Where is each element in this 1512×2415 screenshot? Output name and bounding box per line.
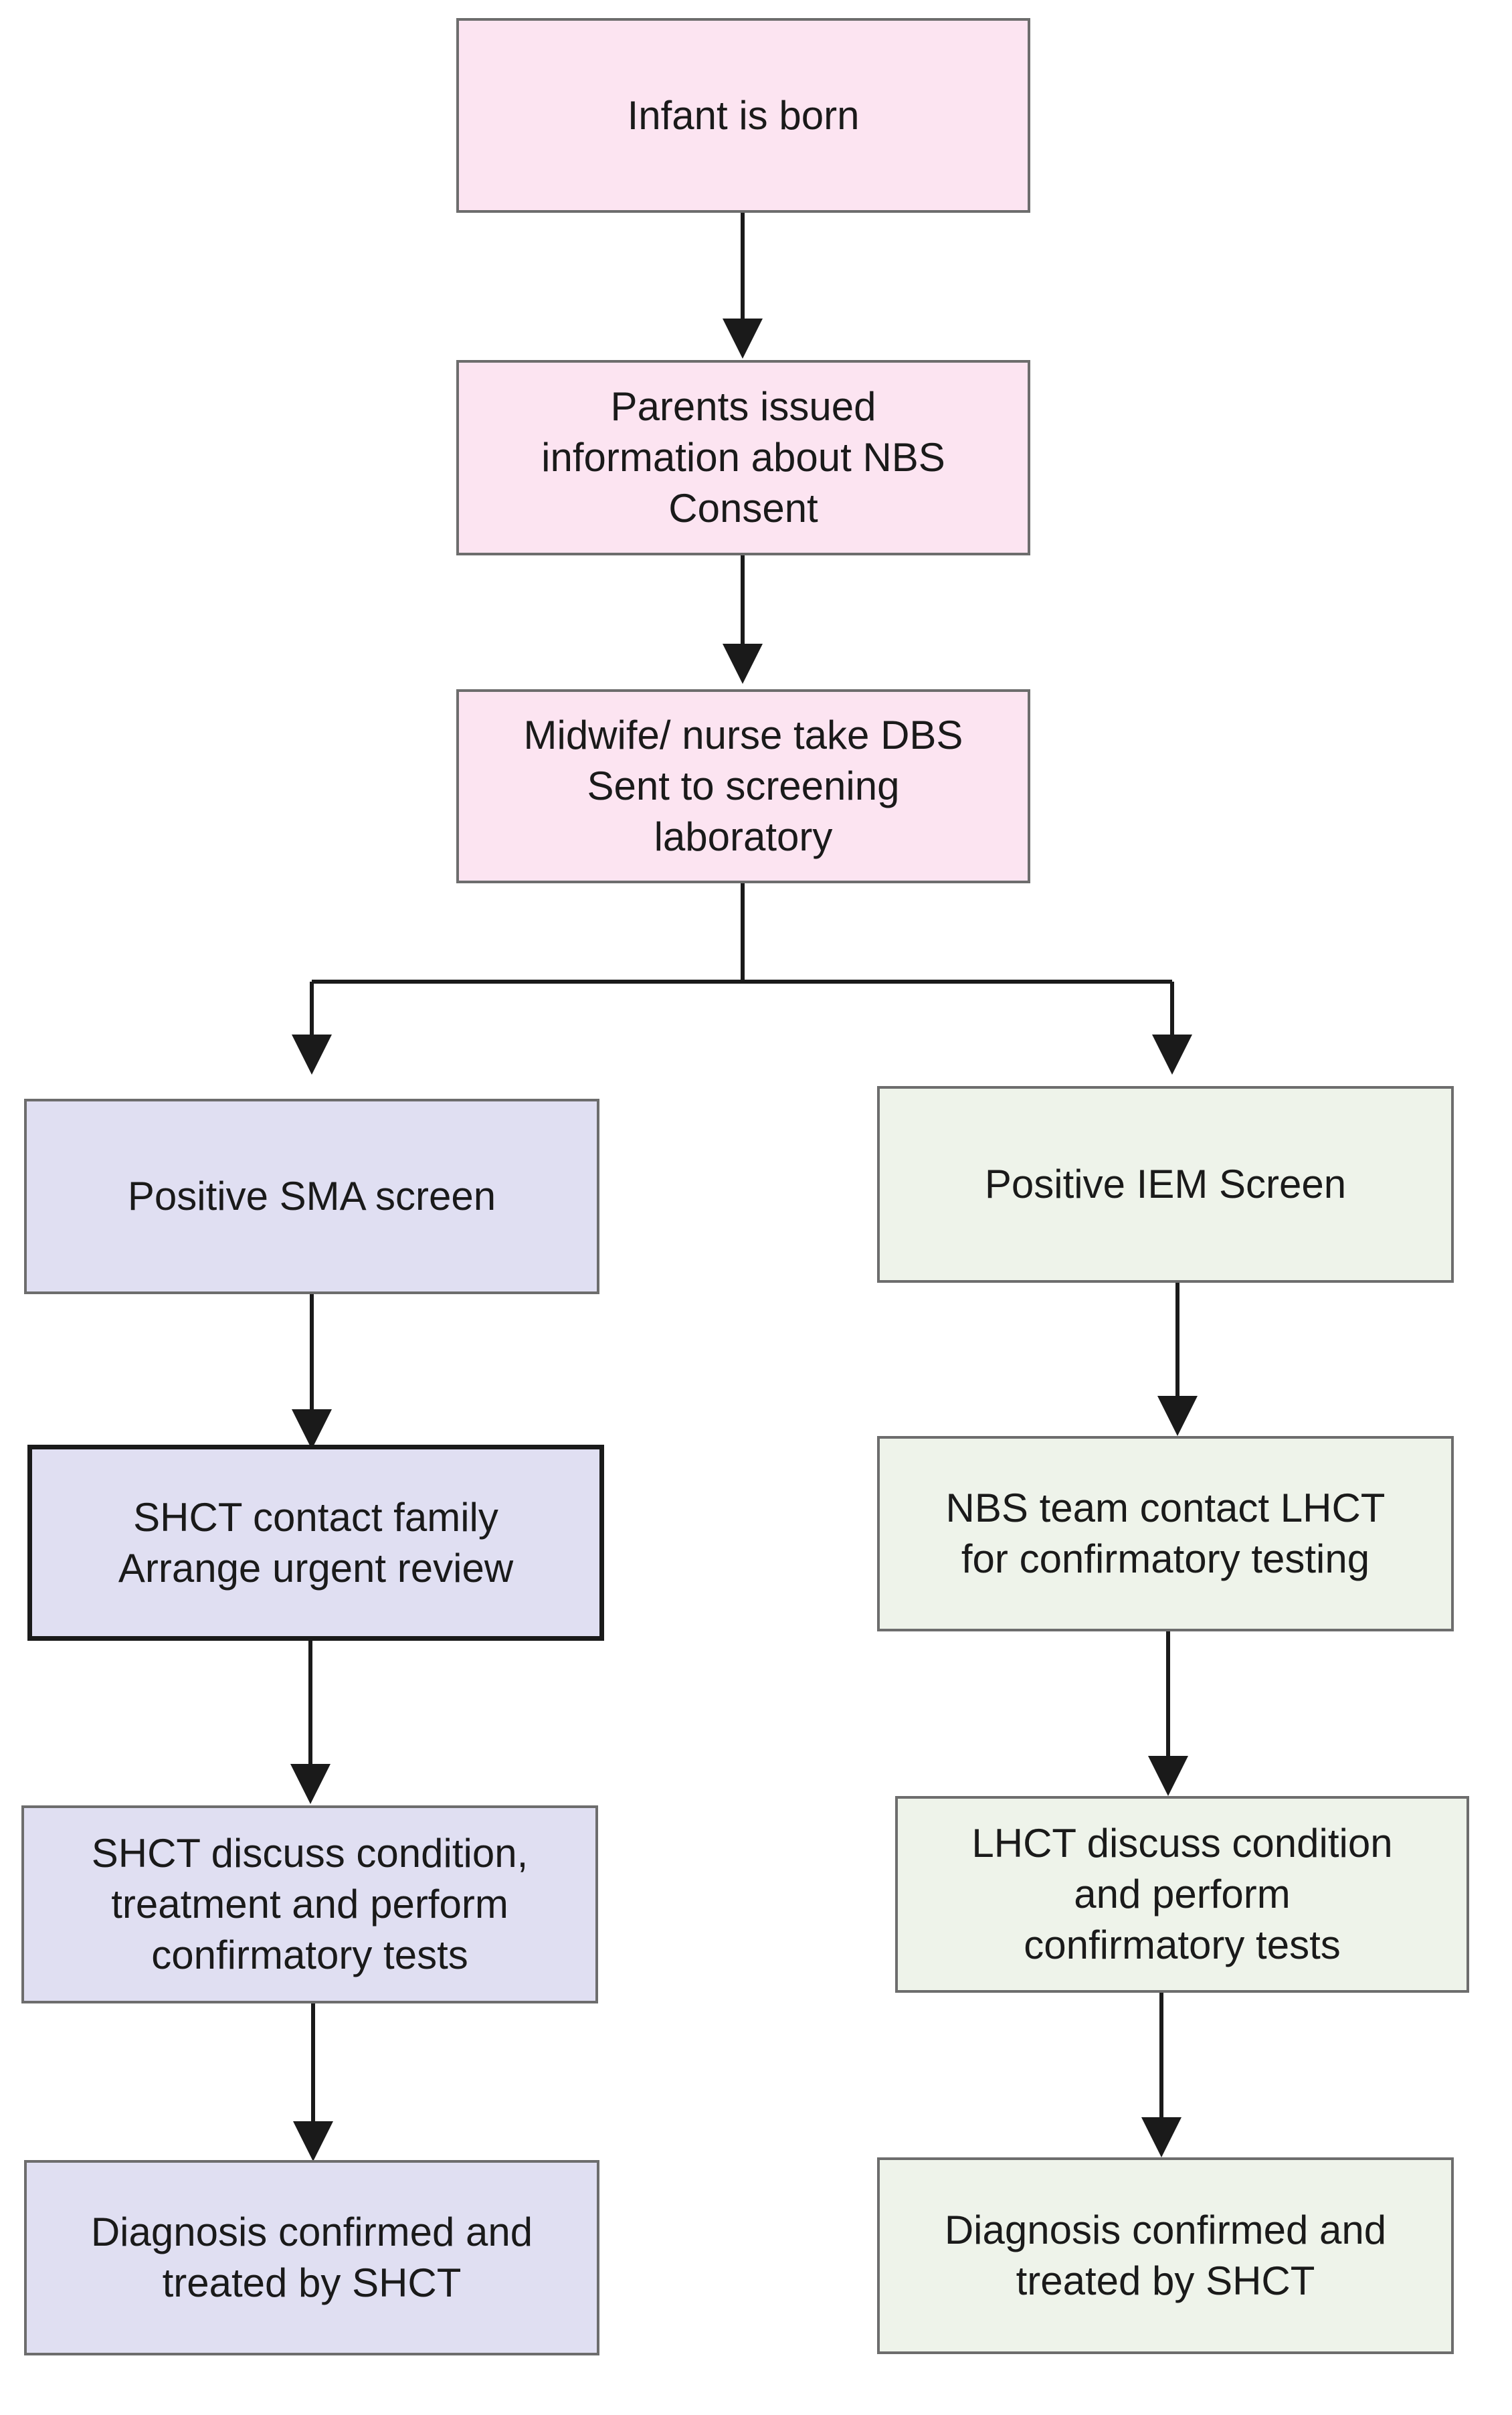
node-nbs-team-contact-lhct: NBS team contact LHCT for confirmatory t…	[877, 1436, 1454, 1631]
node-parents-informed: Parents issued information about NBS Con…	[456, 360, 1030, 555]
node-shct-contact-family: SHCT contact family Arrange urgent revie…	[27, 1445, 604, 1641]
node-shct-discuss-condition: SHCT discuss condition, treatment and pe…	[21, 1805, 598, 2003]
node-lhct-discuss-condition: LHCT discuss condition and perform confi…	[895, 1796, 1469, 1993]
node-infant-born: Infant is born	[456, 18, 1030, 213]
node-iem-diagnosis-confirmed: Diagnosis confirmed and treated by SHCT	[877, 2157, 1454, 2354]
node-positive-iem-screen: Positive IEM Screen	[877, 1086, 1454, 1283]
node-sma-diagnosis-confirmed: Diagnosis confirmed and treated by SHCT	[24, 2160, 599, 2355]
node-midwife-dbs: Midwife/ nurse take DBS Sent to screenin…	[456, 689, 1030, 883]
node-positive-sma-screen: Positive SMA screen	[24, 1099, 599, 1294]
branch-split-line	[312, 883, 745, 984]
